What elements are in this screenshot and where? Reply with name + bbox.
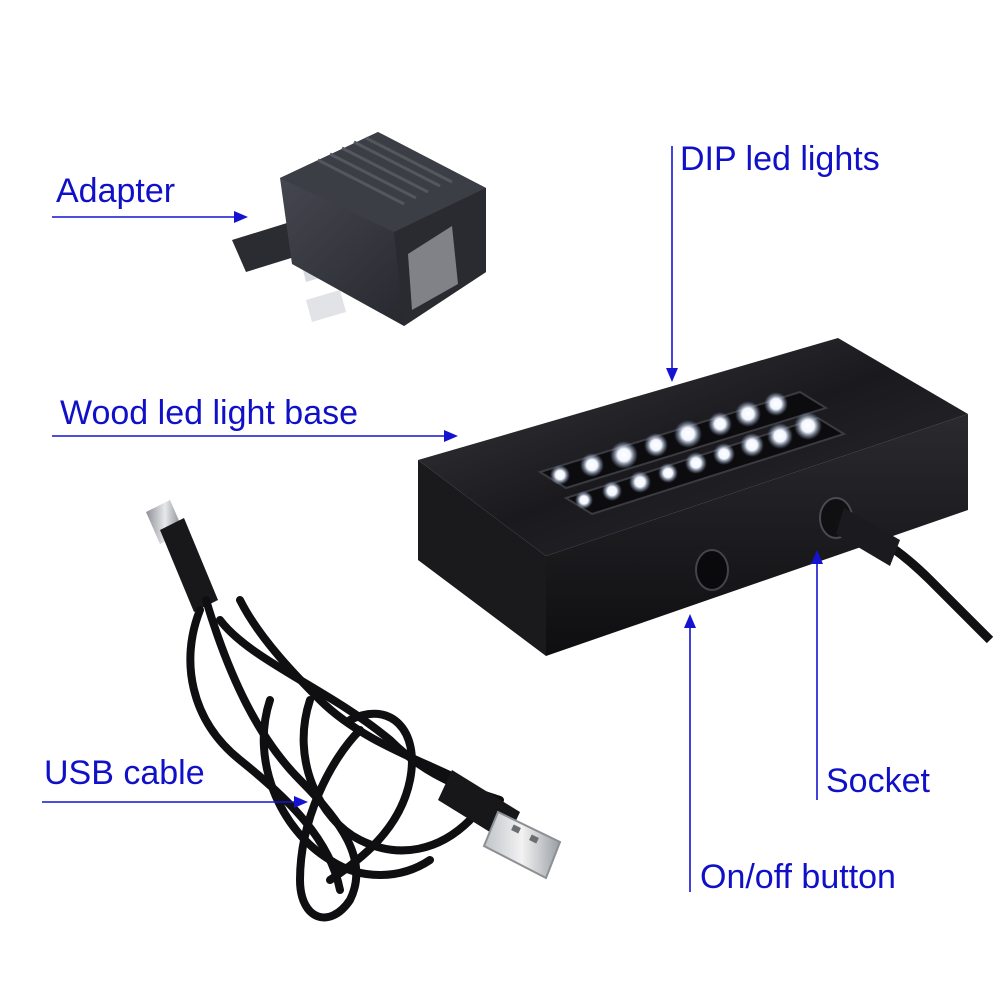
label-wood-led-light-base: Wood led light base: [60, 394, 359, 432]
dip-led-row-1: [550, 392, 788, 485]
led-base-image: [418, 338, 994, 656]
dip-led-row-2: [575, 412, 822, 509]
adapter-image: [232, 132, 486, 326]
label-dip-led-lights: DIP led lights: [680, 140, 880, 178]
label-socket: Socket: [826, 762, 930, 800]
usb-cable-image: [146, 500, 562, 922]
arrow-heads: [234, 211, 823, 808]
label-adapter: Adapter: [56, 172, 176, 210]
label-on-off-button: On/off button: [700, 858, 896, 896]
annotation-arrows: [42, 146, 818, 892]
on-off-switch-image: [695, 549, 729, 591]
label-usb-cable: USB cable: [44, 754, 205, 792]
